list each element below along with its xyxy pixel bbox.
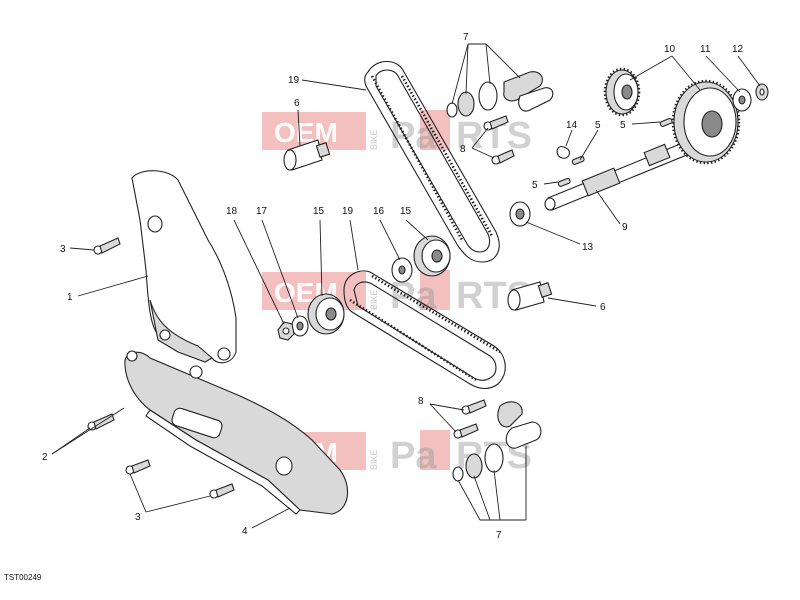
screw-3-lower-a: [125, 459, 151, 475]
washer-16: [391, 257, 413, 283]
callout-8-lower: 8: [418, 396, 424, 407]
key-5-c: [659, 117, 673, 127]
callout-3-lower: 3: [135, 512, 141, 523]
callout-15-a: 15: [313, 206, 325, 217]
timing-belt-19-upper: [364, 60, 500, 263]
screw-8-lower-a: [461, 399, 487, 415]
callout-5-b: 5: [532, 180, 538, 191]
callout-19-top: 19: [288, 75, 300, 86]
timing-belt-19-lower: [343, 270, 506, 390]
circlip-14: [556, 146, 571, 159]
key-5-a: [571, 155, 585, 165]
nut-18: [277, 321, 295, 341]
callout-7-bottom: 7: [496, 530, 502, 541]
washer-11: [732, 88, 752, 112]
callout-9: 9: [622, 222, 628, 233]
callout-14: 14: [566, 120, 578, 131]
lower-belt-cover: [124, 350, 349, 515]
callout-18: 18: [226, 206, 238, 217]
leader-lines: [51, 43, 761, 529]
callout-1: 1: [67, 292, 73, 303]
callout-6-lower: 6: [600, 302, 606, 313]
screw-3-upper: [93, 237, 121, 255]
svg-text:BIKE: BIKE: [369, 129, 379, 150]
svg-text:BIKE: BIKE: [369, 289, 379, 310]
callout-2: 2: [42, 452, 48, 463]
callout-labels: 7 19 6 8 14 5 5 5 10 11 12 9 13 18 17 15…: [42, 32, 744, 541]
spacer-pin-6-upper: [283, 139, 331, 171]
spacer-pin-6-lower: [507, 281, 553, 311]
tensioner-7-upper: [446, 71, 554, 118]
nut-12: [755, 83, 769, 101]
screw-3-lower-b: [209, 483, 235, 499]
svg-text:OEM: OEM: [274, 117, 338, 148]
callout-16: 16: [373, 206, 385, 217]
svg-text:BIKE: BIKE: [369, 449, 379, 470]
screw-8-upper: [483, 115, 509, 131]
tensioner-7-lower: [452, 401, 542, 482]
callout-13: 13: [582, 242, 594, 253]
callout-3-upper: 3: [60, 244, 66, 255]
screw-8-lower-b: [453, 423, 479, 439]
callout-7-top: 7: [463, 32, 469, 43]
pulley-15-upper: [413, 235, 451, 277]
callout-6-upper: 6: [294, 98, 300, 109]
upper-belt-cover: [131, 170, 237, 364]
svg-text:Pa: Pa: [390, 435, 437, 477]
callout-8-upper: 8: [460, 144, 466, 155]
callout-17: 17: [256, 206, 268, 217]
pulley-15-lower: [307, 293, 345, 335]
washer-17: [291, 315, 309, 337]
callout-19-mid: 19: [342, 206, 354, 217]
callout-10: 10: [664, 44, 676, 55]
callout-11: 11: [700, 44, 711, 55]
callout-15-b: 15: [400, 206, 412, 217]
screw-8-middle: [491, 149, 515, 165]
callout-5-a: 5: [595, 120, 601, 131]
camshaft-9: [544, 139, 695, 211]
callout-5-c: 5: [620, 120, 626, 131]
gear-10-large: [671, 79, 741, 165]
callout-12: 12: [732, 44, 744, 55]
callout-4: 4: [242, 526, 248, 537]
drawing-code: TST00249: [4, 573, 42, 582]
gear-10-small: [603, 67, 641, 117]
key-5-b: [557, 177, 571, 187]
washer-13: [509, 201, 531, 227]
